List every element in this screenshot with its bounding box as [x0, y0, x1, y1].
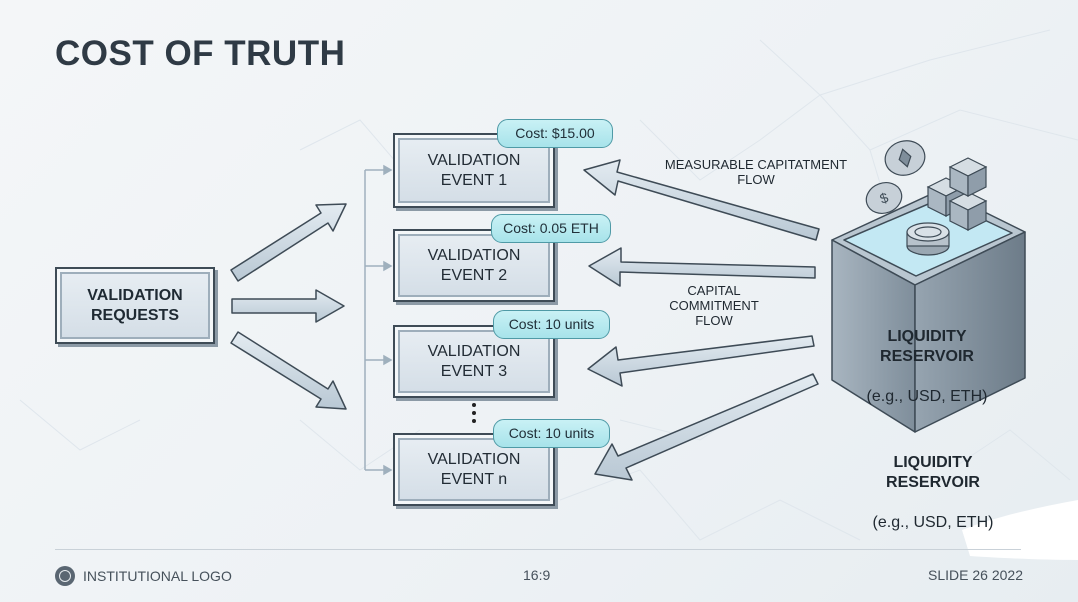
fan-arrow-down	[231, 332, 346, 409]
ellipsis-dots	[471, 403, 477, 427]
logo-icon	[55, 566, 75, 586]
reservoir-caption-subtitle: (e.g., USD, ETH)	[873, 514, 994, 531]
fan-arrow-mid	[232, 290, 344, 322]
measurable-flow-label: MEASURABLE CAPITATMENT FLOW	[648, 157, 864, 187]
aspect-ratio-label: 16:9	[523, 567, 550, 583]
validation-requests-box: VALIDATION REQUESTS	[55, 267, 215, 344]
validation-event-label: VALIDATION EVENT 2	[428, 246, 521, 286]
capital-commitment-flow-label: CAPITAL COMMITMENT FLOW	[652, 283, 776, 328]
fan-arrow-up	[231, 204, 346, 281]
flow-arrow-2	[589, 248, 815, 286]
reservoir-title: LIQUIDITY RESERVOIR	[880, 328, 974, 365]
validation-requests-label: VALIDATION REQUESTS	[87, 286, 182, 326]
institutional-logo: INSTITUTIONAL LOGO	[55, 566, 232, 586]
footer-divider	[55, 549, 1021, 550]
reservoir-caption-title: LIQUIDITY RESERVOIR	[886, 454, 980, 491]
cost-badge-3: Cost: 10 units	[493, 310, 610, 339]
validation-event-label: VALIDATION EVENT 3	[428, 342, 521, 382]
flow-arrow-4	[595, 374, 818, 480]
logo-text: INSTITUTIONAL LOGO	[83, 568, 232, 584]
cost-badge-n: Cost: 10 units	[493, 419, 610, 448]
validation-event-label: VALIDATION EVENT n	[428, 450, 521, 490]
reservoir-subtitle: (e.g., USD, ETH)	[867, 388, 988, 405]
reservoir-caption: LIQUIDITY RESERVOIR (e.g., USD, ETH)	[858, 433, 1008, 533]
flow-arrow-3	[588, 336, 814, 386]
cost-badge-1: Cost: $15.00	[497, 119, 613, 148]
validation-event-label: VALIDATION EVENT 1	[428, 151, 521, 191]
slide-number: SLIDE 26 2022	[928, 567, 1023, 583]
cost-badge-2: Cost: 0.05 ETH	[491, 214, 611, 243]
reservoir-label: LIQUIDITY RESERVOIR (e.g., USD, ETH)	[852, 307, 1002, 407]
